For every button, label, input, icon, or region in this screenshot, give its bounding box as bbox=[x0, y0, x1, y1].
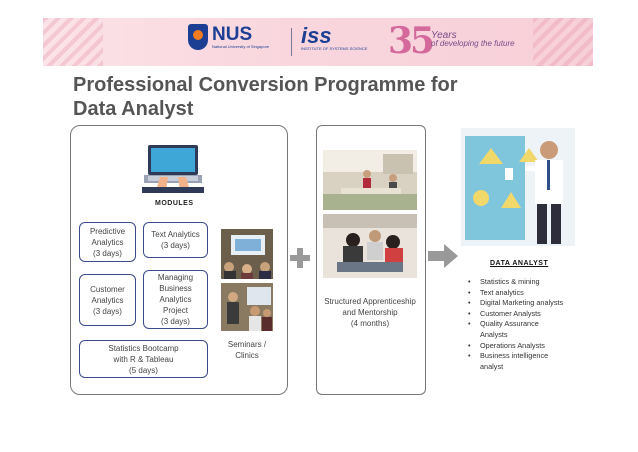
module-managing-business-analytics: Managing Business Analytics Project (3 d… bbox=[143, 270, 208, 329]
logo-separator bbox=[291, 28, 292, 56]
seminar-photo bbox=[221, 229, 273, 279]
module-line: Customer bbox=[90, 284, 125, 294]
data-analyst-title: DATA ANALYST bbox=[490, 260, 549, 267]
list-item: Operations Analysts bbox=[468, 341, 618, 352]
apprenticeship-box bbox=[316, 125, 426, 395]
list-item: Statistics & mining bbox=[468, 277, 618, 288]
module-line: Analytics bbox=[91, 237, 124, 247]
module-line: (3 days) bbox=[93, 306, 122, 316]
seminars-label: Seminars / Clinics bbox=[221, 339, 273, 361]
arrow-right-icon bbox=[428, 244, 458, 268]
list-item: Text analytics bbox=[468, 288, 618, 299]
analyst-roles-list: Statistics & mining Text analytics Digit… bbox=[468, 277, 618, 372]
banner-stripe bbox=[43, 18, 103, 66]
module-line: (3 days) bbox=[161, 317, 190, 326]
anniversary-word: Years bbox=[431, 30, 457, 41]
module-line: (3 days) bbox=[161, 241, 190, 250]
module-line: Predictive bbox=[89, 226, 126, 236]
nus-crest-icon bbox=[188, 24, 208, 50]
nus-subtitle: National University of Singapore bbox=[212, 43, 270, 49]
apprenticeship-line: (4 months) bbox=[350, 319, 390, 328]
modules-label: MODULES bbox=[155, 200, 194, 207]
module-line: Text Analytics bbox=[151, 230, 200, 239]
module-line: Analytics bbox=[91, 295, 124, 305]
module-line: (3 days) bbox=[93, 248, 122, 258]
seminars-line: Seminars / bbox=[227, 340, 267, 349]
iss-wordmark: iss bbox=[301, 23, 332, 48]
modules-box bbox=[70, 125, 288, 395]
header-banner: NUS National University of Singapore iss… bbox=[43, 18, 593, 66]
data-analyst-photo bbox=[461, 128, 575, 246]
list-item: Business intelligence analyst bbox=[468, 351, 565, 372]
iss-subtitle: INSTITUTE OF SYSTEMS SCIENCE bbox=[301, 46, 368, 51]
title-line-1: Professional Conversion Programme for bbox=[73, 74, 458, 96]
anniversary-number: 35 bbox=[388, 20, 435, 62]
anniversary-tagline: of developing the future bbox=[431, 39, 515, 48]
apprenticeship-line: and Mentorship bbox=[342, 308, 398, 317]
module-customer-analytics: Customer Analytics (3 days) bbox=[79, 274, 136, 326]
list-item: Customer Analysts bbox=[468, 309, 618, 320]
apprenticeship-photo-1 bbox=[323, 150, 417, 210]
module-line: Statistics Bootcamp bbox=[108, 343, 179, 353]
module-line: Business bbox=[159, 284, 192, 293]
module-text-analytics: Text Analytics (3 days) bbox=[143, 222, 208, 258]
apprenticeship-line: Structured Apprenticeship bbox=[324, 297, 416, 306]
anniversary-text: Years of developing the future bbox=[431, 30, 515, 48]
module-line: with R & Tableau bbox=[113, 354, 174, 364]
banner-stripe bbox=[533, 18, 593, 66]
laptop-typing-icon bbox=[142, 141, 204, 193]
seminars-line: Clinics bbox=[235, 351, 259, 360]
nus-logo: NUS National University of Singapore bbox=[188, 24, 269, 50]
clinic-photo bbox=[221, 283, 273, 331]
list-item: Quality Assurance Analysts bbox=[468, 319, 560, 340]
module-predictive-analytics: Predictive Analytics (3 days) bbox=[79, 222, 136, 262]
apprenticeship-photo-2 bbox=[323, 214, 417, 278]
nus-wordmark: NUS bbox=[212, 23, 253, 45]
page-title: Professional Conversion Programme for Da… bbox=[73, 73, 458, 121]
plus-icon bbox=[290, 248, 310, 268]
title-line-2: Data Analyst bbox=[73, 98, 194, 120]
module-line: Analytics bbox=[159, 295, 192, 304]
module-line: Project bbox=[163, 306, 188, 315]
list-item: Digital Marketing analysts bbox=[468, 298, 618, 309]
module-statistics-bootcamp: Statistics Bootcamp with R & Tableau (5 … bbox=[79, 340, 208, 378]
apprenticeship-label: Structured Apprenticeship and Mentorship… bbox=[318, 296, 422, 329]
module-line: Managing bbox=[157, 273, 194, 282]
module-line: (5 days) bbox=[129, 365, 158, 375]
iss-logo: iss INSTITUTE OF SYSTEMS SCIENCE bbox=[301, 23, 368, 52]
